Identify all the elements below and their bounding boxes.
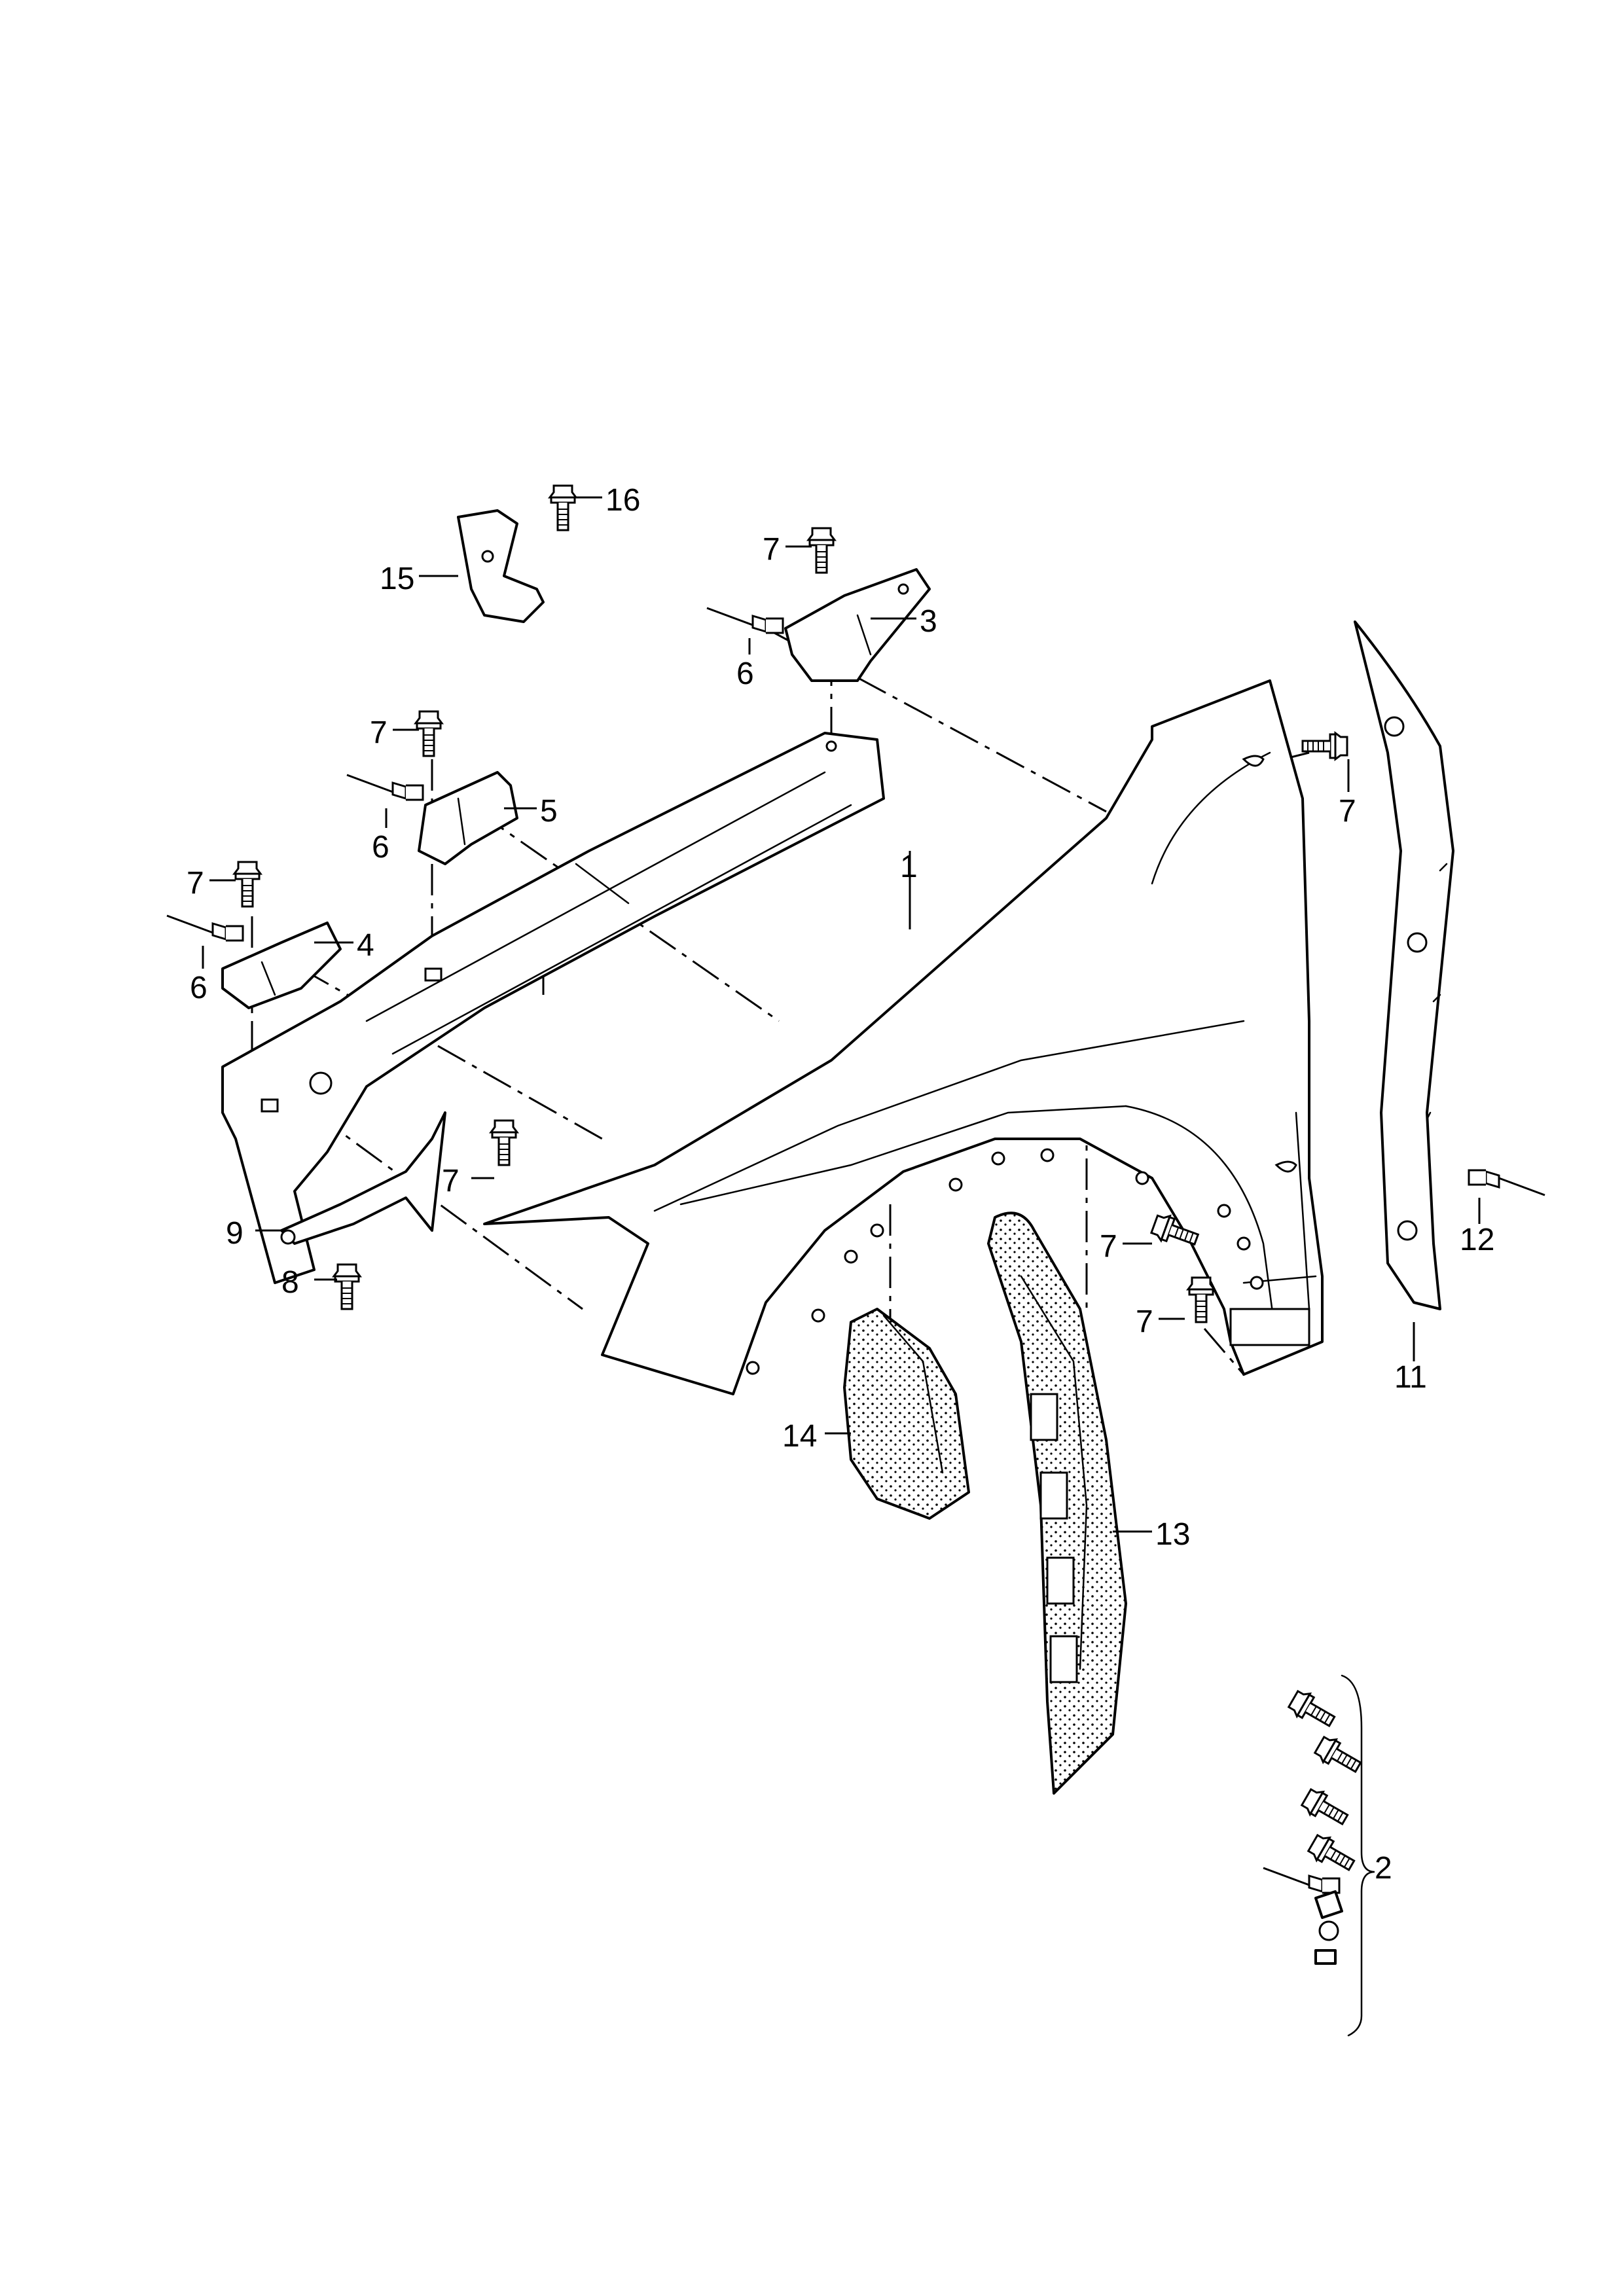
callout-7-wheelarch: 7 bbox=[1100, 1229, 1117, 1264]
callout-3: 3 bbox=[920, 604, 937, 639]
callout-16: 16 bbox=[605, 483, 640, 518]
bolt-icon-7-lower-left bbox=[490, 1119, 518, 1166]
bolt-icon-7-right bbox=[1301, 732, 1348, 761]
bolt-icon-8 bbox=[333, 1263, 361, 1310]
callout-8: 8 bbox=[281, 1265, 299, 1300]
bolt-icon-7-bottom bbox=[1187, 1276, 1216, 1323]
rivet-icon-6-bracket5 bbox=[346, 774, 424, 801]
inner-wheelhouse-structure bbox=[221, 732, 885, 1284]
hardware-kit-2 bbox=[1262, 1674, 1375, 2037]
rivet-icon-6-bracket4 bbox=[166, 914, 244, 942]
rivet-icon-6-top bbox=[706, 607, 784, 634]
bracket-4 bbox=[221, 922, 342, 1009]
bolt-icon-7-top bbox=[807, 527, 836, 574]
foam-insulation-14 bbox=[843, 1308, 970, 1520]
bracket-9 bbox=[280, 1111, 446, 1245]
callout-2: 2 bbox=[1375, 1851, 1392, 1886]
callout-9: 9 bbox=[226, 1216, 244, 1251]
bolt-icon-7-bracket5 bbox=[414, 710, 443, 757]
callout-11: 11 bbox=[1394, 1360, 1427, 1395]
callout-4: 4 bbox=[357, 928, 374, 963]
callout-6-low: 6 bbox=[190, 971, 208, 1005]
bolt-icon-7-bracket4 bbox=[233, 861, 262, 908]
bracket-5 bbox=[418, 771, 518, 865]
callout-labels: 1 2 3 4 5 6 6 6 7 7 7 7 7 7 7 8 9 11 12 … bbox=[187, 483, 1494, 1886]
callout-15: 15 bbox=[380, 562, 414, 596]
leader-lines bbox=[202, 496, 1481, 1533]
callout-6-mid: 6 bbox=[372, 830, 389, 865]
callout-7-bracket5: 7 bbox=[370, 715, 388, 750]
callout-7-top: 7 bbox=[763, 532, 780, 567]
callout-5: 5 bbox=[540, 794, 558, 829]
rivet-icon-12 bbox=[1468, 1169, 1546, 1196]
bracket-15 bbox=[457, 509, 545, 623]
bracket-3 bbox=[784, 568, 931, 682]
callout-13: 13 bbox=[1155, 1517, 1190, 1552]
callout-12: 12 bbox=[1460, 1223, 1494, 1257]
callout-7-bracket4: 7 bbox=[187, 866, 204, 901]
callout-6-top: 6 bbox=[736, 656, 754, 691]
callout-14: 14 bbox=[782, 1419, 817, 1454]
bolt-icon-16 bbox=[549, 484, 577, 531]
fender-panel bbox=[483, 679, 1324, 1395]
callout-7-lower-left: 7 bbox=[442, 1164, 460, 1198]
fender-seal-strip bbox=[1354, 620, 1454, 1310]
foam-insulation-13 bbox=[987, 1211, 1127, 1795]
callout-7-bottom: 7 bbox=[1136, 1304, 1153, 1339]
callout-7-right: 7 bbox=[1339, 794, 1356, 829]
callout-1: 1 bbox=[900, 850, 918, 884]
